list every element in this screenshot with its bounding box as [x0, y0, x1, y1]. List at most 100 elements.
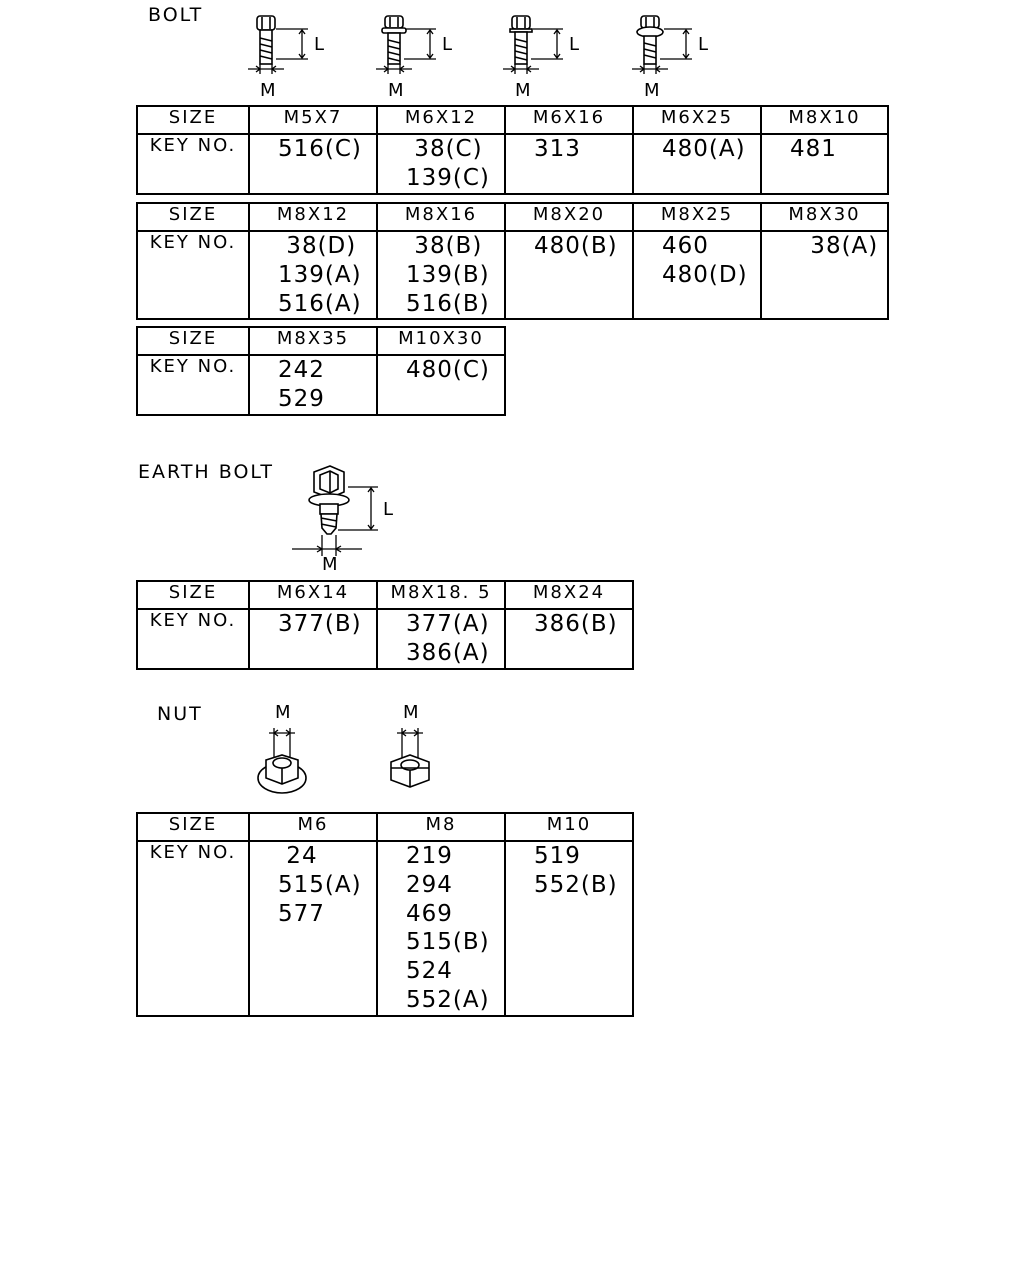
key-number: 480(C)	[406, 357, 490, 383]
earth-bolt-icon	[308, 465, 350, 535]
bolt-dim-m-label: M	[644, 80, 660, 101]
key-number: 377(B)	[278, 611, 362, 637]
key-number: 516(B)	[406, 290, 490, 317]
size-header: SIZE	[136, 580, 250, 610]
key-number: 294	[406, 871, 453, 898]
size-cell: M10X30	[376, 326, 506, 356]
nut-illustrations	[257, 728, 430, 794]
key-number: 480(A)	[662, 136, 746, 162]
size-cell: M8X12	[248, 202, 378, 232]
nut-section-title: NUT	[157, 703, 203, 725]
key-no-label: KEY NO.	[136, 608, 250, 670]
size-cell: M6X16	[504, 105, 634, 135]
earth-bolt-illustration	[292, 465, 378, 556]
size-header: SIZE	[136, 202, 250, 232]
key-number: 38(A)	[802, 233, 879, 259]
size-cell: M6X25	[632, 105, 762, 135]
size-cell: M8X30	[760, 202, 889, 232]
table-header-row: SIZE M8X12 M8X16 M8X20 M8X25 M8X30	[136, 202, 889, 232]
key-number: 516(A)	[278, 290, 362, 317]
key-number: 577	[278, 900, 325, 927]
size-cell: M8X20	[504, 202, 634, 232]
key-number: 524	[406, 958, 453, 985]
nut-dim-m-label: M	[275, 702, 291, 723]
large-flange-bolt-icon	[636, 15, 664, 65]
key-cell: 481	[760, 133, 889, 195]
key-number: 139(A)	[278, 261, 362, 288]
hex-bolt-icon	[256, 15, 276, 65]
key-cell: 38(C)139(C)	[376, 133, 506, 195]
earth-bolt-dim-l-label: L	[383, 499, 394, 520]
bolt-dim-l-label: L	[442, 34, 453, 55]
size-cell: M8X10	[760, 105, 889, 135]
table-key-row: KEY NO. 38(D)139(A)516(A) 38(B)139(B)516…	[136, 229, 889, 321]
nut-dim-m-label: M	[403, 702, 419, 723]
flange-bolt-icon	[381, 15, 407, 65]
key-number: 219	[406, 843, 453, 869]
bolt-dim-m-label: M	[515, 80, 531, 101]
key-number: 481	[790, 136, 837, 162]
size-header: SIZE	[136, 326, 250, 356]
key-number: 515(B)	[406, 929, 490, 956]
key-number: 313	[534, 136, 581, 162]
table-header-row: SIZE M5X7 M6X12 M6X16 M6X25 M8X10	[136, 105, 889, 135]
bolt-section-title: BOLT	[148, 4, 204, 26]
key-number: 515(A)	[278, 871, 362, 898]
table-header-row: SIZE M8X35 M10X30	[136, 326, 506, 356]
key-number: 242	[278, 357, 325, 383]
key-number: 38(D)	[278, 233, 357, 259]
bolt-dim-l-label: L	[569, 34, 580, 55]
key-cell: 480(B)	[504, 229, 634, 321]
bolt-dim-l-label: L	[698, 34, 709, 55]
earth-bolt-table: SIZE M6X14 M8X18. 5 M8X24 KEY NO. 377(B)…	[136, 580, 634, 670]
size-cell: M6	[248, 812, 378, 842]
size-cell: M8X18. 5	[376, 580, 506, 610]
key-number: 24	[278, 843, 318, 869]
key-number: 516(C)	[278, 136, 362, 162]
bolt-illustrations	[248, 15, 692, 74]
key-number: 38(C)	[406, 136, 483, 162]
key-cell: 516(C)	[248, 133, 378, 195]
size-cell: M5X7	[248, 105, 378, 135]
key-number: 519	[534, 843, 581, 869]
earth-bolt-dim-m-label: M	[322, 554, 338, 575]
key-no-label: KEY NO.	[136, 133, 250, 195]
table-key-row: KEY NO. 377(B) 377(A)386(A) 386(B)	[136, 608, 634, 670]
key-number: 386(B)	[534, 611, 618, 637]
key-cell: 480(C)	[376, 354, 506, 416]
size-cell: M6X12	[376, 105, 506, 135]
key-cell: 38(B)139(B)516(B)	[376, 229, 506, 321]
bolt-dim-m-label: M	[388, 80, 404, 101]
key-cell: 313	[504, 133, 634, 195]
key-number: 377(A)	[406, 611, 490, 637]
key-number: 552(B)	[534, 871, 618, 898]
size-cell: M8X16	[376, 202, 506, 232]
bolt-dim-l-label: L	[314, 34, 325, 55]
size-header: SIZE	[136, 812, 250, 842]
key-cell: 480(A)	[632, 133, 762, 195]
flange-nut-icon	[257, 754, 307, 794]
key-no-label: KEY NO.	[136, 840, 250, 1017]
size-cell: M8	[376, 812, 506, 842]
size-header: SIZE	[136, 105, 250, 135]
size-cell: M8X25	[632, 202, 762, 232]
bolt-table-1: SIZE M5X7 M6X12 M6X16 M6X25 M8X10 KEY NO…	[136, 105, 889, 195]
key-cell: 38(A)	[760, 229, 889, 321]
key-number: 552(A)	[406, 986, 490, 1013]
size-cell: M10	[504, 812, 634, 842]
key-cell: 386(B)	[504, 608, 634, 670]
key-cell: 377(B)	[248, 608, 378, 670]
key-cell: 377(A)386(A)	[376, 608, 506, 670]
key-number: 480(B)	[534, 233, 618, 259]
size-cell: M8X35	[248, 326, 378, 356]
key-number: 386(A)	[406, 639, 490, 666]
earth-bolt-section-title: EARTH BOLT	[138, 461, 274, 483]
